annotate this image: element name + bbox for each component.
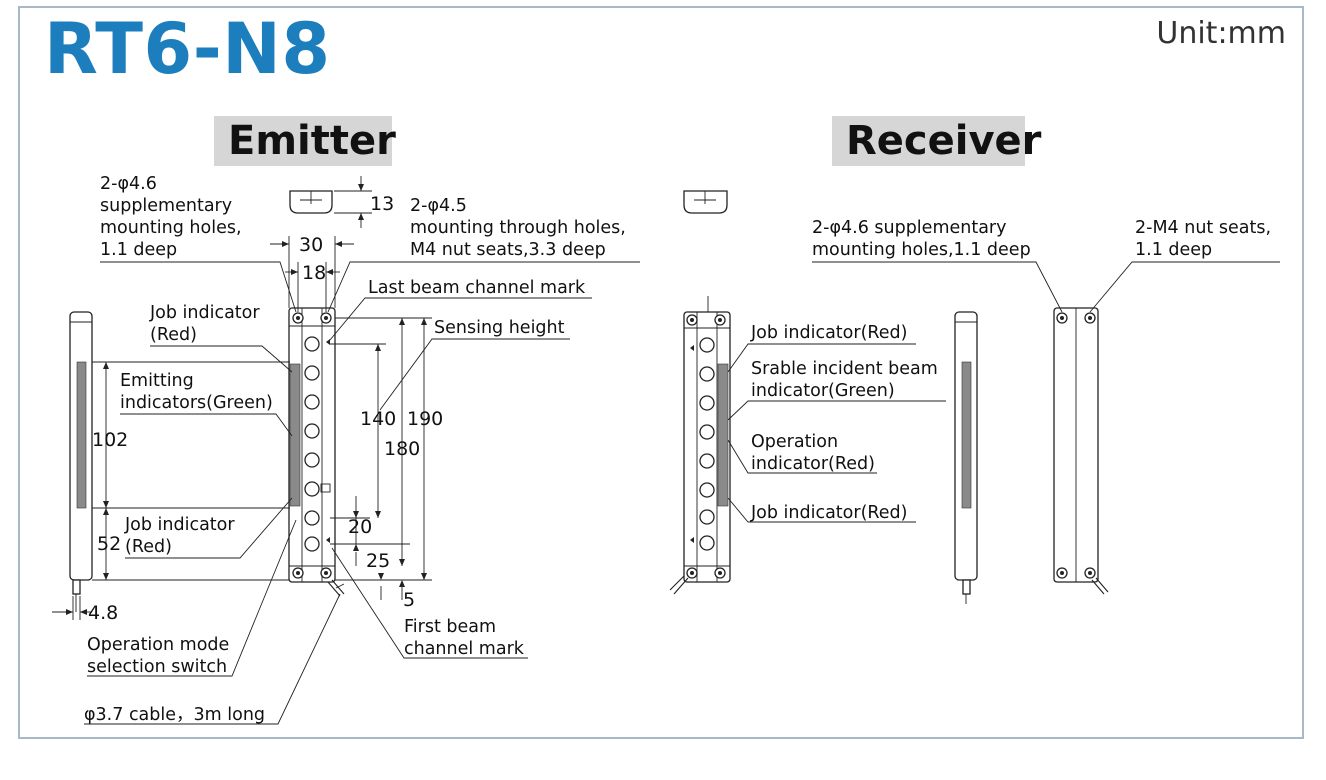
emitter-note-cable: φ3.7 cable，3m long <box>84 593 341 725</box>
emitter-vertical-dims: 190 180 140 20 25 5 <box>330 317 443 611</box>
receiver-top-view <box>683 190 728 214</box>
dim-140-text: 140 <box>360 408 396 430</box>
svg-text:indicator(Green): indicator(Green) <box>751 381 895 401</box>
emitter-note-job-bottom: Job indicator (Red) <box>124 497 293 559</box>
svg-text:mounting through holes,: mounting through holes, <box>410 218 626 238</box>
svg-text:M4 nut seats,3.3 deep: M4 nut seats,3.3 deep <box>410 240 606 260</box>
svg-text:Last beam channel mark: Last beam channel mark <box>368 278 586 298</box>
receiver-note-stable-beam: Srable incident beam indicator(Green) <box>727 359 946 421</box>
emitter-top-view <box>289 190 333 214</box>
dim-190-text: 190 <box>407 408 443 430</box>
receiver-heading: Receiver <box>832 116 1041 166</box>
svg-text:φ3.7 cable，3m long: φ3.7 cable，3m long <box>84 705 265 725</box>
svg-text:Operation: Operation <box>751 432 838 452</box>
svg-text:mounting holes,1.1 deep: mounting holes,1.1 deep <box>812 240 1031 260</box>
emitter-note-operation-mode: Operation mode selection switch <box>87 519 297 677</box>
svg-text:selection switch: selection switch <box>87 657 227 677</box>
svg-text:mounting holes,: mounting holes, <box>100 218 242 238</box>
emitter-note-emitting: Emitting indicators(Green) <box>120 371 293 437</box>
emitter-note-supp-holes: 2-φ4.6 supplementary mounting holes, 1.1… <box>100 174 297 313</box>
receiver-side-view <box>954 311 978 604</box>
emitter-side-view <box>69 311 93 612</box>
dim-102-text: 102 <box>92 429 128 451</box>
dim-18-text: 18 <box>302 262 326 284</box>
dim-5-text: 5 <box>403 589 415 611</box>
svg-text:indicators(Green): indicators(Green) <box>120 393 273 413</box>
emitter-front-view <box>288 307 345 597</box>
svg-text:2-M4 nut seats,: 2-M4 nut seats, <box>1135 218 1271 238</box>
dim-25-text: 25 <box>366 550 390 572</box>
unit-label: Unit:mm <box>1156 16 1286 51</box>
emitter-side-dims: 102 52 4.8 <box>52 361 290 624</box>
emitter-note-first-beam: First beam channel mark <box>331 547 528 659</box>
emitter-note-sensing-height: Sensing height <box>379 318 570 411</box>
svg-text:(Red): (Red) <box>125 537 172 557</box>
svg-text:Emitting: Emitting <box>120 371 194 391</box>
dim-180-text: 180 <box>384 438 420 460</box>
svg-text:supplementary: supplementary <box>100 196 232 216</box>
dim-52-text: 52 <box>97 533 121 555</box>
receiver-note-nut-seats: 2-M4 nut seats, 1.1 deep <box>1089 218 1280 313</box>
svg-text:Operation mode: Operation mode <box>87 635 229 655</box>
emitter-heading: Emitter <box>214 116 396 166</box>
svg-text:Job indicator(Red): Job indicator(Red) <box>750 503 907 523</box>
svg-text:1.1 deep: 1.1 deep <box>100 240 177 260</box>
svg-text:Job indicator: Job indicator <box>124 515 235 535</box>
emitter-note-last-beam: Last beam channel mark <box>329 278 592 341</box>
svg-text:Srable incident beam: Srable incident beam <box>751 359 938 379</box>
dim-30-text: 30 <box>299 234 323 256</box>
model-title: RT6-N8 <box>44 8 331 90</box>
svg-text:channel mark: channel mark <box>404 639 525 659</box>
svg-text:First beam: First beam <box>404 617 496 637</box>
svg-text:Job indicator(Red): Job indicator(Red) <box>750 323 907 343</box>
dim-20-text: 20 <box>348 516 372 538</box>
receiver-note-job-top: Job indicator(Red) <box>727 323 916 373</box>
emitter-note-job-top: Job indicator (Red) <box>149 303 293 373</box>
svg-text:(Red): (Red) <box>150 325 197 345</box>
svg-text:Sensing height: Sensing height <box>434 318 565 338</box>
dim-13: 13 <box>334 176 394 228</box>
dim-4-8-text: 4.8 <box>88 602 118 624</box>
svg-text:Job indicator: Job indicator <box>149 303 260 323</box>
svg-text:indicator(Red): indicator(Red) <box>751 454 875 474</box>
dim-30-18: 30 18 <box>270 234 354 312</box>
svg-text:1.1 deep: 1.1 deep <box>1135 240 1212 260</box>
svg-text:2-φ4.6: 2-φ4.6 <box>100 174 157 194</box>
receiver-note-job-bottom: Job indicator(Red) <box>727 497 916 523</box>
svg-text:2-φ4.6 supplementary: 2-φ4.6 supplementary <box>812 218 1006 238</box>
dim-13-text: 13 <box>370 193 394 215</box>
receiver-back-view <box>1053 307 1109 595</box>
receiver-front-view <box>669 296 731 595</box>
receiver-note-supp-holes: 2-φ4.6 supplementary mounting holes,1.1 … <box>812 218 1063 313</box>
receiver-note-operation: Operation indicator(Red) <box>727 432 877 474</box>
emitter-note-through-holes: 2-φ4.5 mounting through holes, M4 nut se… <box>327 196 640 313</box>
svg-text:2-φ4.5: 2-φ4.5 <box>410 196 467 216</box>
